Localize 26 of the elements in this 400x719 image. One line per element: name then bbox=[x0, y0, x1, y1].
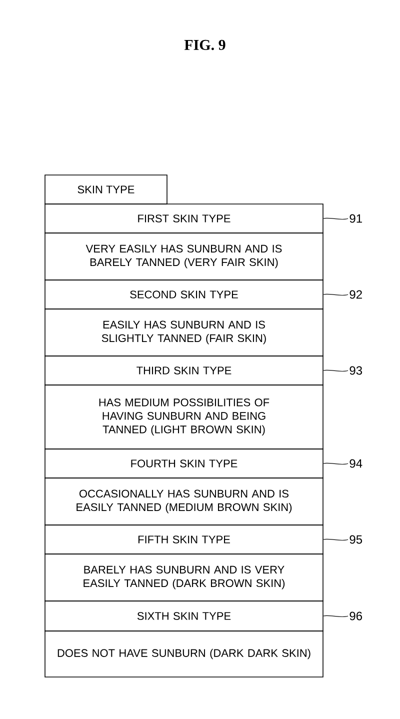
header-tab: SKIN TYPE bbox=[44, 174, 168, 204]
table-cell: SIXTH SKIN TYPE bbox=[44, 600, 324, 632]
table-cell: FIRST SKIN TYPE bbox=[44, 204, 324, 234]
leader-line bbox=[323, 294, 348, 296]
leader-line bbox=[323, 462, 348, 465]
table-cell: EASILY HAS SUNBURN AND IS SLIGHTLY TANNED (FAIR SKIN) bbox=[44, 308, 324, 356]
table-cell: THIRD SKIN TYPE bbox=[44, 356, 324, 386]
leader-line bbox=[323, 615, 348, 618]
figure-title: FIG. 9 bbox=[184, 40, 226, 50]
table-cell: VERY EASILY HAS SUNBURN AND IS BARELY TANNED (VERY FAIR SKIN) bbox=[44, 232, 324, 280]
table-cell: OCCASIONALLY HAS SUNBURN AND IS EASILY TANNED (MEDIUM BROWN SKIN) bbox=[44, 478, 324, 526]
callout-number: 95 bbox=[350, 535, 362, 544]
table-cell: SECOND SKIN TYPE bbox=[44, 280, 324, 310]
callout-number: 91 bbox=[350, 214, 362, 223]
table-cell: DOES NOT HAVE SUNBURN (DARK DARK SKIN) bbox=[44, 630, 324, 678]
table-cell: FIFTH SKIN TYPE bbox=[44, 524, 324, 554]
leader-line bbox=[323, 538, 348, 541]
callout-number: 92 bbox=[350, 290, 362, 299]
table-cell: HAS MEDIUM POSSIBILITIES OF HAVING SUNBURN AND BEING TANNED (LIGHT BROWN SKIN) bbox=[44, 384, 324, 450]
table-cell: FOURTH SKIN TYPE bbox=[44, 448, 324, 478]
table-cell: BARELY HAS SUNBURN AND IS VERY EASILY TANNED (DARK BROWN SKIN) bbox=[44, 554, 324, 602]
callout-number: 96 bbox=[350, 612, 362, 620]
callout-number: 93 bbox=[350, 366, 362, 375]
leader-line bbox=[323, 370, 348, 372]
callout-number: 94 bbox=[350, 459, 362, 468]
leader-line bbox=[323, 218, 348, 220]
